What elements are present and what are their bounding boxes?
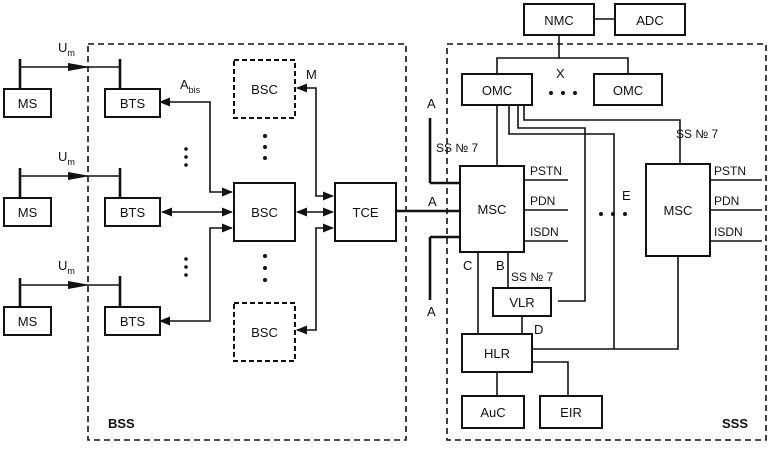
hlr-label: HLR <box>484 346 510 361</box>
networks-right: PSTN PDN ISDN <box>710 164 762 242</box>
network-right-2: ISDN <box>714 225 743 239</box>
omc-left-label: OMC <box>482 83 512 98</box>
m-interface-label: M <box>306 67 317 82</box>
adc-label: ADC <box>636 13 663 28</box>
auc-label: AuC <box>480 405 505 420</box>
bsc-bot-label: BSC <box>251 325 278 340</box>
a-bot-label: A <box>427 304 436 319</box>
um-mid-label: Um <box>58 149 75 167</box>
vlr-label: VLR <box>509 295 534 310</box>
omc-ellipsis <box>549 91 577 95</box>
ss7-vlr-label: SS № 7 <box>511 270 554 284</box>
b-interface-label: B <box>496 258 505 273</box>
msc-main-label: MSC <box>478 202 507 217</box>
networks-main: PSTN PDN ISDN <box>524 164 568 242</box>
x-interface-label: X <box>556 66 565 81</box>
ms-mid-label: MS <box>18 205 38 220</box>
a-top-label: A <box>427 96 436 111</box>
um-top-label: Um <box>58 40 75 58</box>
e-interface-label: E <box>622 188 631 203</box>
ms-bts-group-bot: MS Um BTS <box>3 258 161 336</box>
link-omc-vlr <box>517 105 586 302</box>
network-right-0: PSTN <box>714 164 746 178</box>
ms-mid-node <box>3 197 52 227</box>
bts-bot-node <box>104 306 161 336</box>
network-right-1: PDN <box>714 194 739 208</box>
ss7-main-label: SS № 7 <box>436 141 479 155</box>
a-mid-label: A <box>428 194 437 209</box>
omc-left-node <box>461 73 533 106</box>
link-msc-right-hlr <box>614 256 679 350</box>
bss-region-label: BSS <box>108 416 135 431</box>
ss7-right-label: SS № 7 <box>676 127 719 141</box>
bts-bot-label: BTS <box>120 314 146 329</box>
ms-bts-group-top: MS Um BTS <box>3 40 161 118</box>
msc-right-node <box>645 163 711 257</box>
bsc-mid-label: BSC <box>251 205 278 220</box>
link-omc-msc-right <box>523 105 681 164</box>
ms-bot-label: MS <box>18 314 38 329</box>
ms-bot-node <box>3 306 52 336</box>
bts-top-label: BTS <box>120 96 146 111</box>
d-interface-label: D <box>534 322 543 337</box>
tce-label: TCE <box>353 205 379 220</box>
network-main-2: ISDN <box>530 225 559 239</box>
abis-label: Abis <box>180 77 201 95</box>
ms-bts-group-mid: MS Um BTS <box>3 149 161 227</box>
bsc-top-label: BSC <box>251 82 278 97</box>
link-bsc-top-tce <box>295 83 335 201</box>
link-bts-top-bsc <box>158 97 234 197</box>
sss-region-label: SSS <box>722 416 748 431</box>
link-nmc-omc <box>496 35 629 74</box>
nmc-label: NMC <box>544 13 574 28</box>
link-omc-right-branch <box>508 105 615 350</box>
link-msc-eir <box>532 361 569 396</box>
adc-node <box>614 3 686 36</box>
bsc-ellipsis <box>263 134 267 282</box>
ms-top-label: MS <box>18 96 38 111</box>
link-bts-bot-bsc <box>158 223 234 326</box>
bsc-top-node <box>233 59 296 119</box>
hlr-node <box>461 333 533 373</box>
omc-right-label: OMC <box>613 83 643 98</box>
auc-node <box>461 395 525 429</box>
bsc-mid-node <box>233 182 296 242</box>
msc-ellipsis <box>599 212 627 216</box>
bts-mid-node <box>104 197 161 227</box>
bts-mid-label: BTS <box>120 205 146 220</box>
eir-node <box>539 395 603 429</box>
sss-region <box>446 43 767 441</box>
network-main-1: PDN <box>530 194 555 208</box>
msc-right-label: MSC <box>664 203 693 218</box>
tce-node <box>334 182 397 242</box>
um-bot-label: Um <box>58 258 75 276</box>
msc-main-node <box>459 165 525 253</box>
network-main-0: PSTN <box>530 164 562 178</box>
c-interface-label: C <box>463 258 472 273</box>
ms-top-node <box>3 88 52 118</box>
eir-label: EIR <box>560 405 582 420</box>
bsc-bot-node <box>233 302 296 362</box>
bss-region <box>87 43 407 441</box>
link-bsc-bot-tce <box>295 223 335 335</box>
